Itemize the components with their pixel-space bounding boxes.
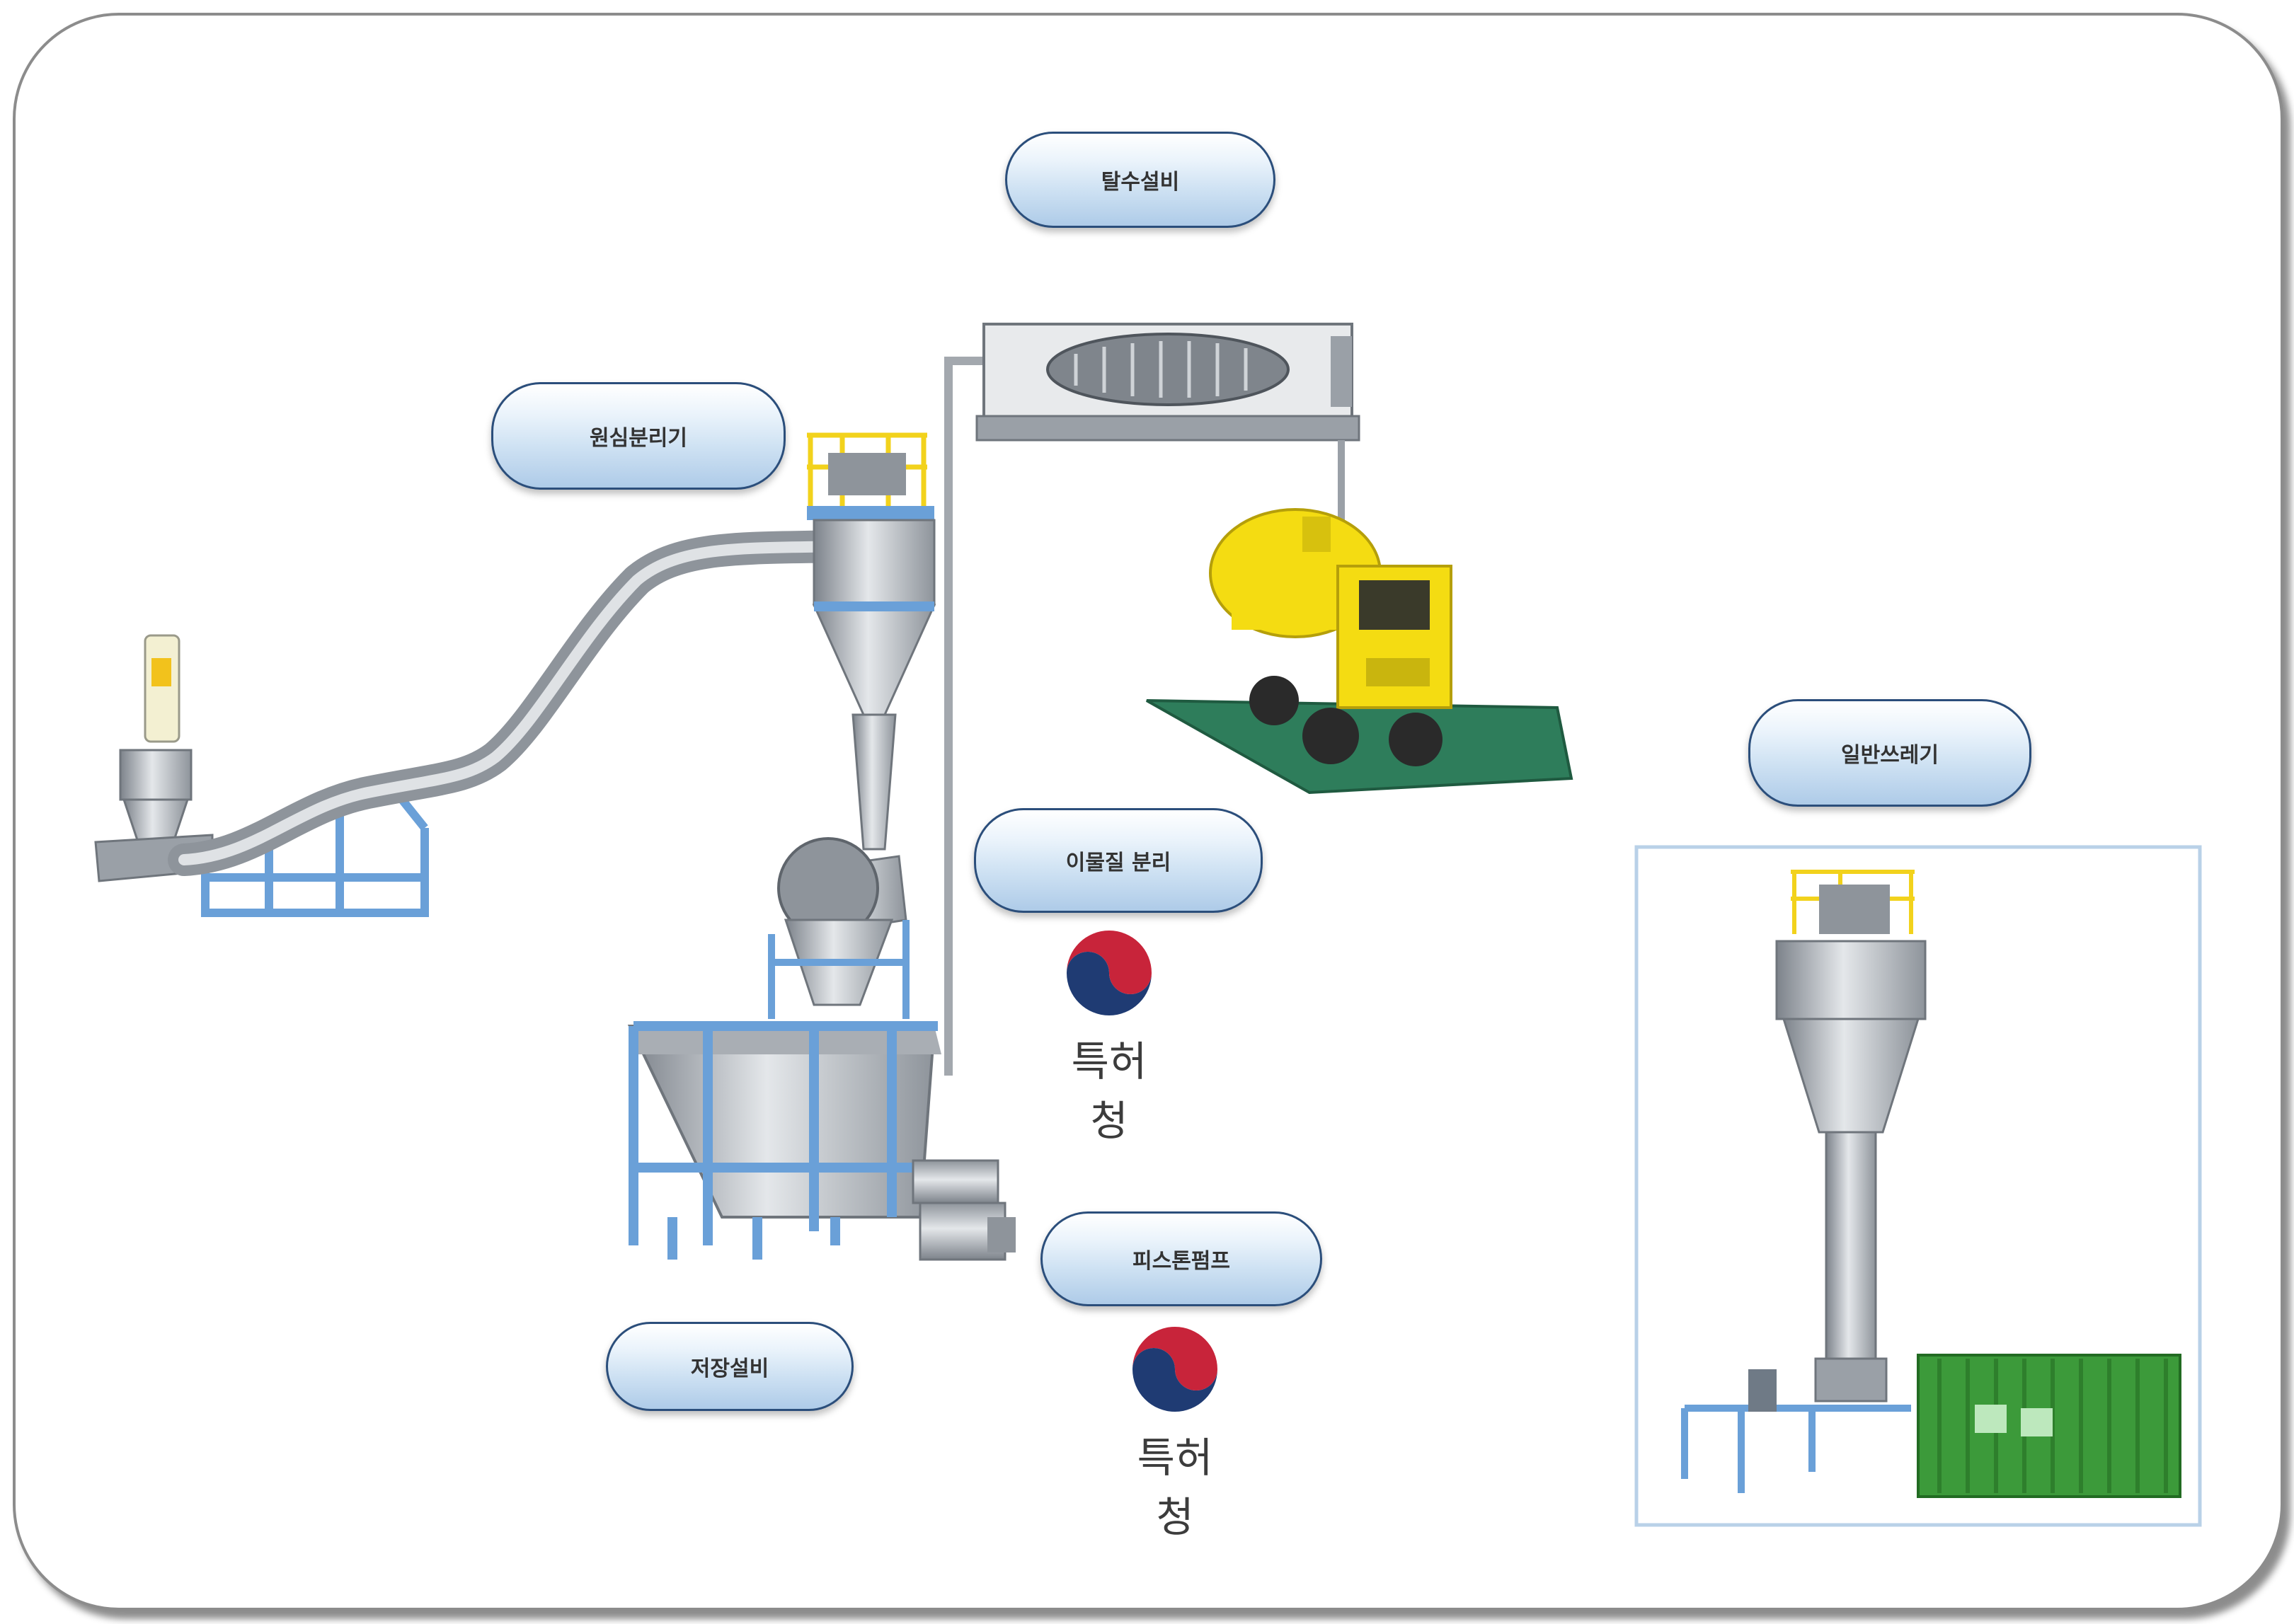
patent-office-text: 특허청 bbox=[1125, 1424, 1225, 1543]
vacuum-truck bbox=[1147, 509, 1571, 793]
label-general-waste: 일반쓰레기 bbox=[1748, 699, 2031, 807]
foreign-matter-separator bbox=[772, 839, 906, 1019]
label-dehydration: 탈수설비 bbox=[1005, 132, 1275, 228]
cyclone-separator bbox=[807, 435, 934, 849]
piston-pump-unit bbox=[913, 1161, 1016, 1260]
taegeuk-icon bbox=[1125, 1320, 1225, 1419]
taegeuk-icon bbox=[1060, 923, 1159, 1023]
return-pipe bbox=[948, 361, 984, 1076]
label-foreign-separation: 이물질 분리 bbox=[974, 808, 1263, 913]
conveying-pipe bbox=[184, 546, 842, 860]
label-centrifuge: 원심분리기 bbox=[491, 382, 786, 490]
patent-office-mark-2: 특허청 bbox=[1125, 1320, 1225, 1543]
storage-hopper bbox=[630, 1026, 941, 1260]
label-storage: 저장설비 bbox=[606, 1322, 854, 1411]
patent-office-mark-1: 특허청 bbox=[1060, 923, 1159, 1147]
dehydration-unit bbox=[977, 324, 1359, 524]
label-piston-pump: 피스톤펌프 bbox=[1040, 1211, 1322, 1306]
patent-office-text: 특허청 bbox=[1060, 1028, 1159, 1147]
